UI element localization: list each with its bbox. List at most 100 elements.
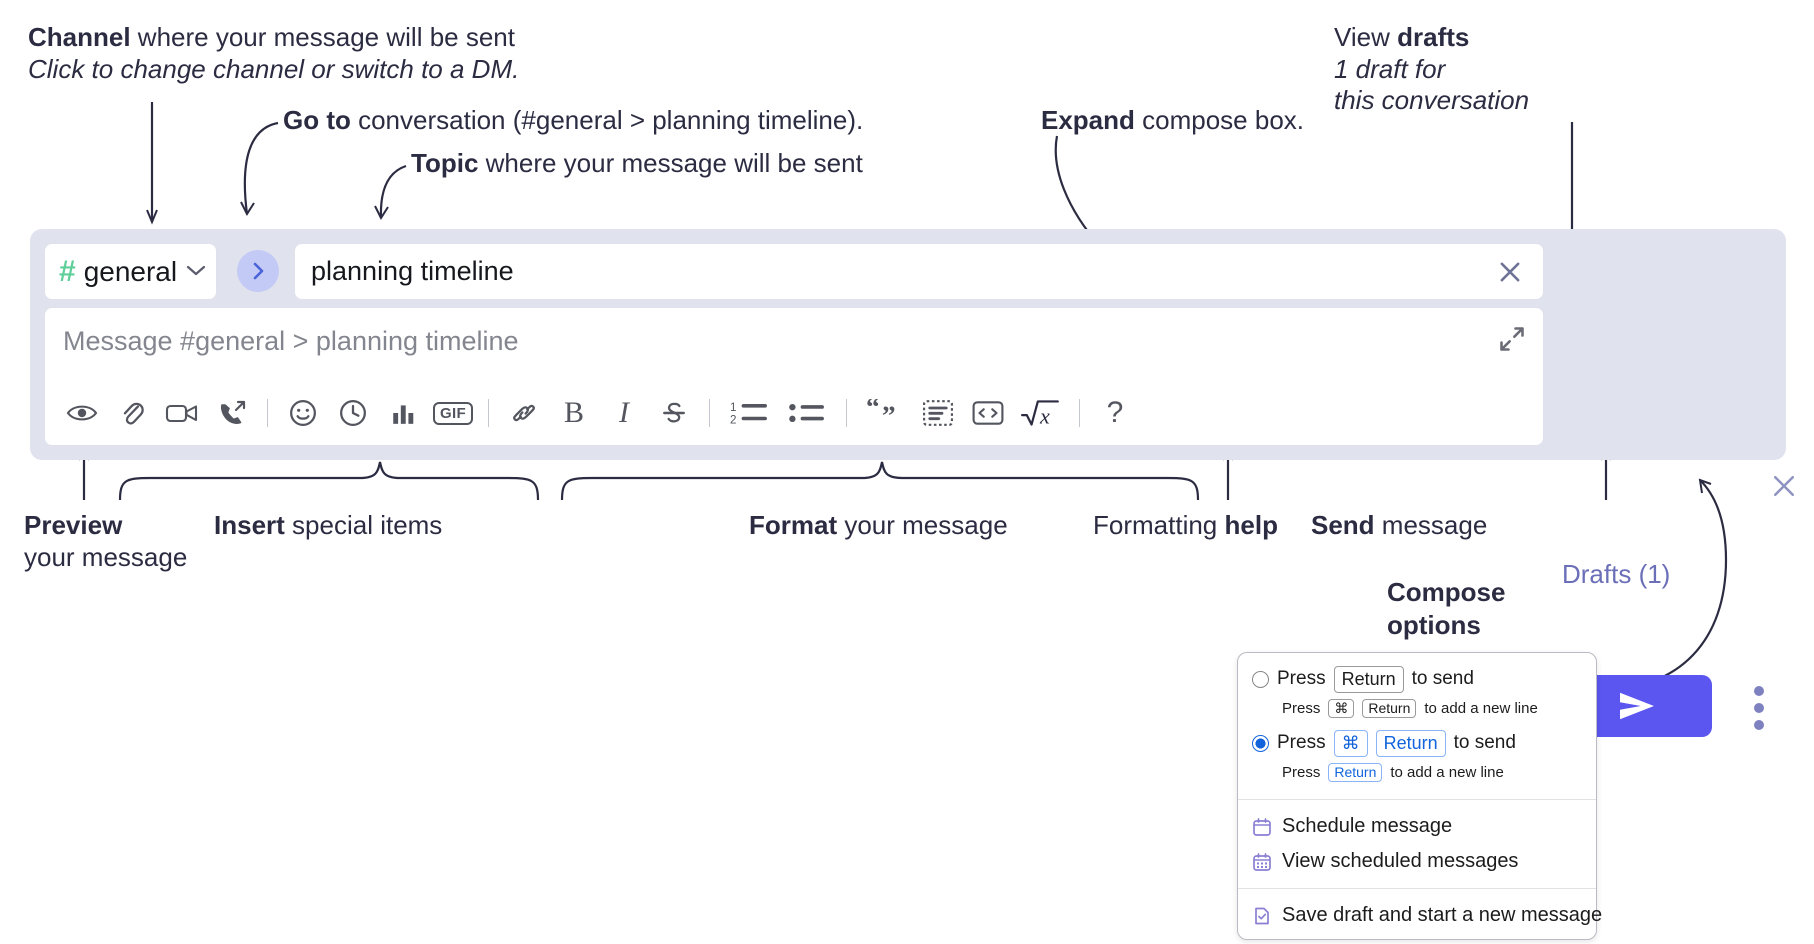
toolbar-divider — [267, 399, 268, 427]
poll-button[interactable] — [378, 388, 428, 438]
blockquote-button[interactable]: “ ” — [857, 388, 913, 438]
message-editor: Message #general > planning timeline — [44, 307, 1544, 446]
compose-options-menu: Press Return to send Press ⌘ Return to a… — [1237, 652, 1602, 940]
expand-icon — [1500, 327, 1524, 351]
go-to-conversation-button[interactable] — [237, 250, 279, 292]
audio-clip-button[interactable] — [207, 388, 257, 438]
question-mark-icon: ? — [1106, 396, 1124, 429]
annotation-drafts-italic2: this conversation — [1334, 85, 1530, 116]
svg-text:1: 1 — [730, 401, 736, 414]
latex-button[interactable]: x — [1013, 388, 1069, 438]
bold-label: B — [563, 396, 584, 429]
menu-item-label: Save draft and start a new message — [1282, 904, 1603, 926]
compose-options-button[interactable] — [1744, 686, 1774, 730]
ordered-list-icon: 1 2 — [730, 401, 767, 426]
compose-inner: # general planning timeline — [44, 243, 1544, 446]
menu-option-cmd-return-subtext: Press Return to add a new line — [1238, 760, 1596, 791]
option1-sub-key-cmd: ⌘ — [1328, 698, 1355, 718]
annotation-send-bold: Send — [1311, 510, 1375, 540]
topic-value: planning timeline — [311, 256, 514, 286]
menu-item-view-scheduled-messages[interactable]: View scheduled messages — [1238, 844, 1596, 879]
message-placeholder: Message #general > planning timeline — [63, 326, 519, 356]
code-block-button[interactable] — [913, 388, 963, 438]
menu-option-return-to-send[interactable]: Press Return to send — [1238, 663, 1596, 696]
calendar-grid-icon — [1253, 852, 1271, 871]
option2-sub-prefix: Press — [1282, 763, 1321, 781]
option2-key-return: Return — [1375, 730, 1446, 757]
reminder-button[interactable] — [328, 388, 378, 438]
annotation-drafts: View drafts 1 draft for this conversatio… — [1334, 22, 1529, 117]
bulleted-list-icon — [789, 404, 824, 422]
emoji-button[interactable] — [278, 388, 328, 438]
code-block-icon — [923, 400, 953, 426]
link-button[interactable] — [499, 388, 549, 438]
video-camera-icon — [165, 404, 198, 423]
annotation-fhelp-plain: Formatting — [1093, 510, 1225, 540]
close-icon — [1774, 476, 1794, 496]
annotation-compose-bold1: Compose — [1387, 577, 1506, 607]
chevron-right-icon — [253, 262, 264, 280]
formatting-toolbar: GIF B I — [45, 381, 1543, 445]
menu-option-cmd-return-to-send[interactable]: Press ⌘ Return to send — [1238, 727, 1596, 760]
italic-button[interactable]: I — [599, 388, 649, 438]
menu-item-schedule-message[interactable]: Schedule message — [1238, 809, 1596, 844]
annotation-topic-rest: where your message will be sent — [478, 148, 863, 178]
preview-message-button[interactable] — [57, 388, 107, 438]
menu-option-return-subtext: Press ⌘ Return to add a new line — [1238, 696, 1596, 722]
channel-selector[interactable]: # general — [44, 243, 217, 300]
option2-key-cmd: ⌘ — [1333, 730, 1368, 757]
message-input[interactable]: Message #general > planning timeline — [45, 308, 1543, 382]
ordered-list-button[interactable]: 1 2 — [720, 388, 778, 438]
channel-topic-row: # general planning timeline — [44, 243, 1544, 300]
option1-sub-key-return: Return — [1362, 698, 1417, 718]
option2-sub-key-return: Return — [1328, 762, 1383, 782]
annotation-compose-bold2: options — [1387, 609, 1481, 640]
svg-text:“: “ — [866, 399, 880, 422]
annotation-channel-italic: Click to change channel or switch to a D… — [28, 53, 520, 84]
option1-sub-suffix: to add a new line — [1424, 699, 1538, 717]
annotation-preview-bold: Preview — [24, 510, 123, 540]
topic-field[interactable]: planning timeline — [294, 243, 1544, 300]
annotation-insert: Insert special items — [214, 510, 442, 542]
menu-item-label: View scheduled messages — [1282, 850, 1519, 872]
formatting-help-button[interactable]: ? — [1090, 388, 1140, 438]
drafts-link[interactable]: Drafts (1) — [1562, 559, 1671, 589]
menu-item-label: Schedule message — [1282, 815, 1453, 837]
code-button[interactable] — [963, 388, 1013, 438]
menu-divider — [1238, 888, 1596, 889]
menu-divider — [1238, 799, 1596, 800]
video-clip-button[interactable] — [157, 388, 207, 438]
svg-text:x: x — [1039, 404, 1050, 429]
annotation-goto-rest: conversation (#general > planning timeli… — [350, 105, 864, 135]
annotation-drafts-italic1: 1 draft for — [1334, 53, 1446, 84]
radio-unselected-icon — [1252, 670, 1269, 688]
annotation-drafts-bold: drafts — [1397, 22, 1470, 52]
annotation-formatting-help: Formatting help — [1093, 510, 1278, 542]
annotation-preview-line2: your message — [24, 541, 188, 572]
annotation-fhelp-bold: help — [1224, 510, 1278, 540]
strikethrough-button[interactable] — [649, 388, 699, 438]
option1-prefix: Press — [1277, 668, 1326, 690]
menu-item-save-draft[interactable]: Save draft and start a new message — [1238, 898, 1602, 939]
bulleted-list-button[interactable] — [778, 388, 836, 438]
bold-button[interactable]: B — [549, 388, 599, 438]
expand-compose-button[interactable] — [1495, 322, 1529, 356]
annotation-expand-bold: Expand — [1041, 105, 1135, 135]
annotation-format-rest: your message — [837, 510, 1008, 540]
annotation-send-rest: message — [1374, 510, 1488, 540]
kebab-dot-2 — [1754, 703, 1764, 713]
option2-suffix: to send — [1453, 732, 1516, 754]
attach-file-button[interactable] — [107, 388, 157, 438]
link-icon — [513, 404, 535, 422]
clear-topic-button[interactable] — [1493, 255, 1527, 289]
clock-icon — [340, 400, 366, 426]
annotation-goto: Go to conversation (#general > planning … — [283, 105, 863, 137]
close-panel-button[interactable] — [1765, 467, 1803, 505]
gif-button[interactable]: GIF — [428, 388, 478, 438]
paperclip-icon — [123, 402, 144, 425]
close-icon — [1500, 262, 1520, 281]
bar-chart-icon — [393, 405, 414, 424]
annotation-format-bold: Format — [749, 510, 838, 540]
gif-label: GIF — [433, 401, 473, 425]
phone-arrow-icon — [220, 400, 246, 424]
